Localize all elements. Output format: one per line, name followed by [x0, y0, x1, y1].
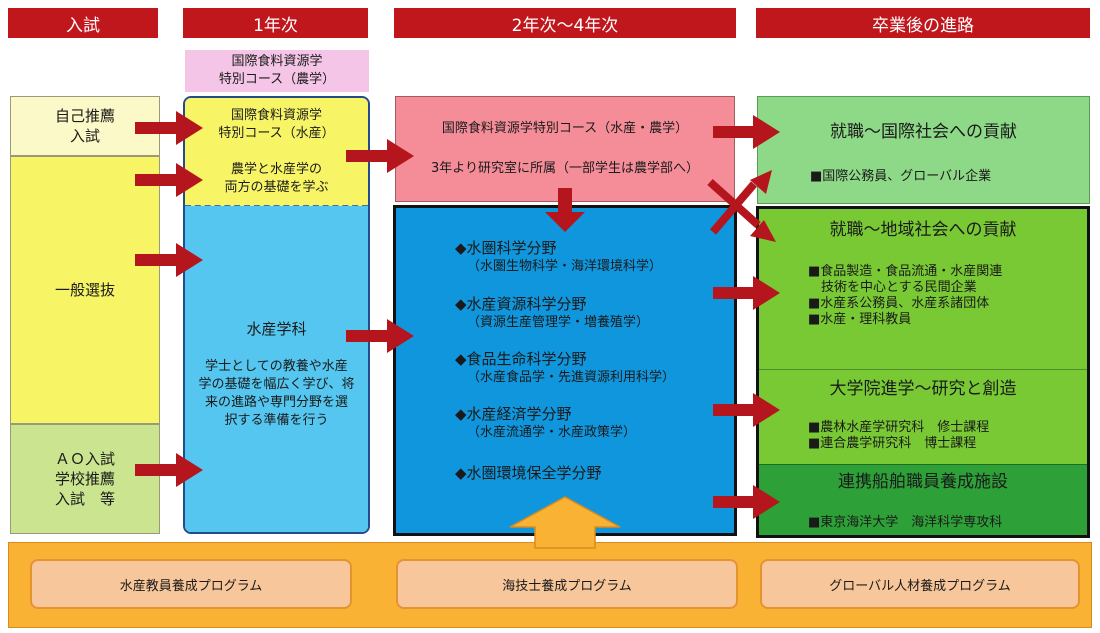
- career-maritime: 連携船舶職員養成施設 ■東京海洋大学 海洋科学専攻科: [759, 464, 1087, 535]
- program-marine-engineer: 海技士養成プログラム: [396, 559, 738, 609]
- special-course-label: 国際食料資源学特別コース（水産・農学）: [441, 121, 689, 136]
- career-items: ■農林水産学研究科 修士課程 ■連合農学研究科 博士課程: [808, 420, 990, 451]
- right-arrow-icon: [713, 276, 780, 310]
- career-group-frame: [756, 206, 1090, 538]
- field-item: ◆水圏科学分野 （水圏生物科学・海洋環境科学）: [455, 238, 662, 275]
- right-arrow-icon: [135, 453, 203, 487]
- career-items: ■東京海洋大学 海洋科学専攻科: [808, 515, 1003, 530]
- right-arrow-icon: [135, 163, 203, 197]
- right-arrow-icon: [135, 243, 203, 277]
- field-item: ◆食品生命科学分野 （水産食品学・先進資源利用科学）: [455, 349, 675, 386]
- lab-note: 3年より研究室に所属（一部学生は農学部へ）: [430, 161, 699, 176]
- header-admission: 入試: [8, 8, 158, 38]
- program-global-talent: グローバル人材養成プログラム: [760, 559, 1080, 609]
- program-fisheries-teacher: 水産教員養成プログラム: [30, 559, 352, 609]
- career-regional: 就職～地域社会への貢献 ■食品製造・食品流通・水産関連 技術を中心とする民間企業…: [759, 209, 1087, 369]
- right-arrow-icon: [713, 485, 780, 519]
- year1-special-course-fish: 国際食料資源学 特別コース（水産）: [218, 108, 335, 141]
- admission-general: 一般選抜: [10, 156, 160, 424]
- diagonal-arrow-shaft: [709, 181, 758, 235]
- career-graduate: 大学院進学～研究と創造 ■農林水産学研究科 修士課程 ■連合農学研究科 博士課程: [759, 369, 1087, 464]
- career-title: 就職～地域社会への貢献: [829, 220, 1017, 240]
- year1-special-course-agri: 国際食料資源学 特別コース（農学）: [185, 50, 369, 92]
- year1-yellow-area: [185, 98, 368, 206]
- up-arrow-icon: [509, 496, 621, 549]
- right-arrow-icon: [346, 139, 414, 173]
- field-sub: （水産流通学・水産政策学）: [467, 425, 637, 440]
- year1-blue-area: [185, 206, 368, 532]
- career-items: ■国際公務員、グローバル企業: [810, 169, 992, 184]
- field-item: ◆水産資源科学分野 （資源生産管理学・増養殖学）: [455, 294, 649, 331]
- field-sub: （資源生産管理学・増養殖学）: [467, 315, 650, 330]
- career-title: 連携船舶職員養成施設: [838, 472, 1008, 492]
- career-international: 就職～国際社会への貢献 ■国際公務員、グローバル企業: [757, 96, 1090, 204]
- diagonal-arrow-head-icon: [750, 220, 776, 242]
- year1-agri-fish-basics: 農学と水産学の 両方の基礎を学ぶ: [224, 162, 329, 195]
- field-sub: （水圏生物科学・海洋環境科学）: [467, 259, 663, 274]
- header-careers: 卒業後の進路: [756, 8, 1090, 38]
- field-sub: （水産食品学・先進資源利用科学）: [467, 370, 676, 385]
- field-name: ◆水圏科学分野: [455, 239, 557, 257]
- field-name: ◆水圏環境保全学分野: [455, 464, 602, 482]
- diagonal-arrow-head-icon: [750, 170, 772, 194]
- field-name: ◆水産資源科学分野: [455, 295, 587, 313]
- fields-panel: [393, 205, 737, 536]
- right-arrow-icon: [713, 115, 780, 149]
- header-year1: 1年次: [183, 8, 368, 38]
- career-title: 大学院進学～研究と創造: [829, 379, 1017, 399]
- special-course-panel: [395, 96, 735, 202]
- career-items: ■食品製造・食品流通・水産関連 技術を中心とする民間企業 ■水産系公務員、水産系…: [808, 264, 1003, 327]
- year1-dept-title: 水産学科: [246, 320, 307, 338]
- header-year2to4: 2年次～4年次: [394, 8, 736, 38]
- field-name: ◆食品生命科学分野: [455, 350, 587, 368]
- field-name: ◆水産経済学分野: [455, 405, 572, 423]
- career-title: 就職～国際社会への貢献: [830, 122, 1017, 142]
- year1-dept-desc: 学士としての教養や水産 学の基礎を幅広く学び、将 来の進路や専門分野を選 択する…: [198, 359, 355, 428]
- admission-ao: ＡＯ入試 学校推薦 入試 等: [10, 424, 160, 534]
- year1-panel: 国際食料資源学 特別コース（水産） 農学と水産学の 両方の基礎を学ぶ 水産学科 …: [183, 96, 370, 534]
- right-arrow-icon: [346, 319, 414, 353]
- field-item: ◆水産経済学分野 （水産流通学・水産政策学）: [455, 404, 636, 441]
- down-arrow-icon: [545, 188, 585, 232]
- right-arrow-icon: [135, 111, 203, 145]
- field-item: ◆水圏環境保全学分野: [455, 463, 602, 483]
- right-arrow-icon: [713, 393, 780, 427]
